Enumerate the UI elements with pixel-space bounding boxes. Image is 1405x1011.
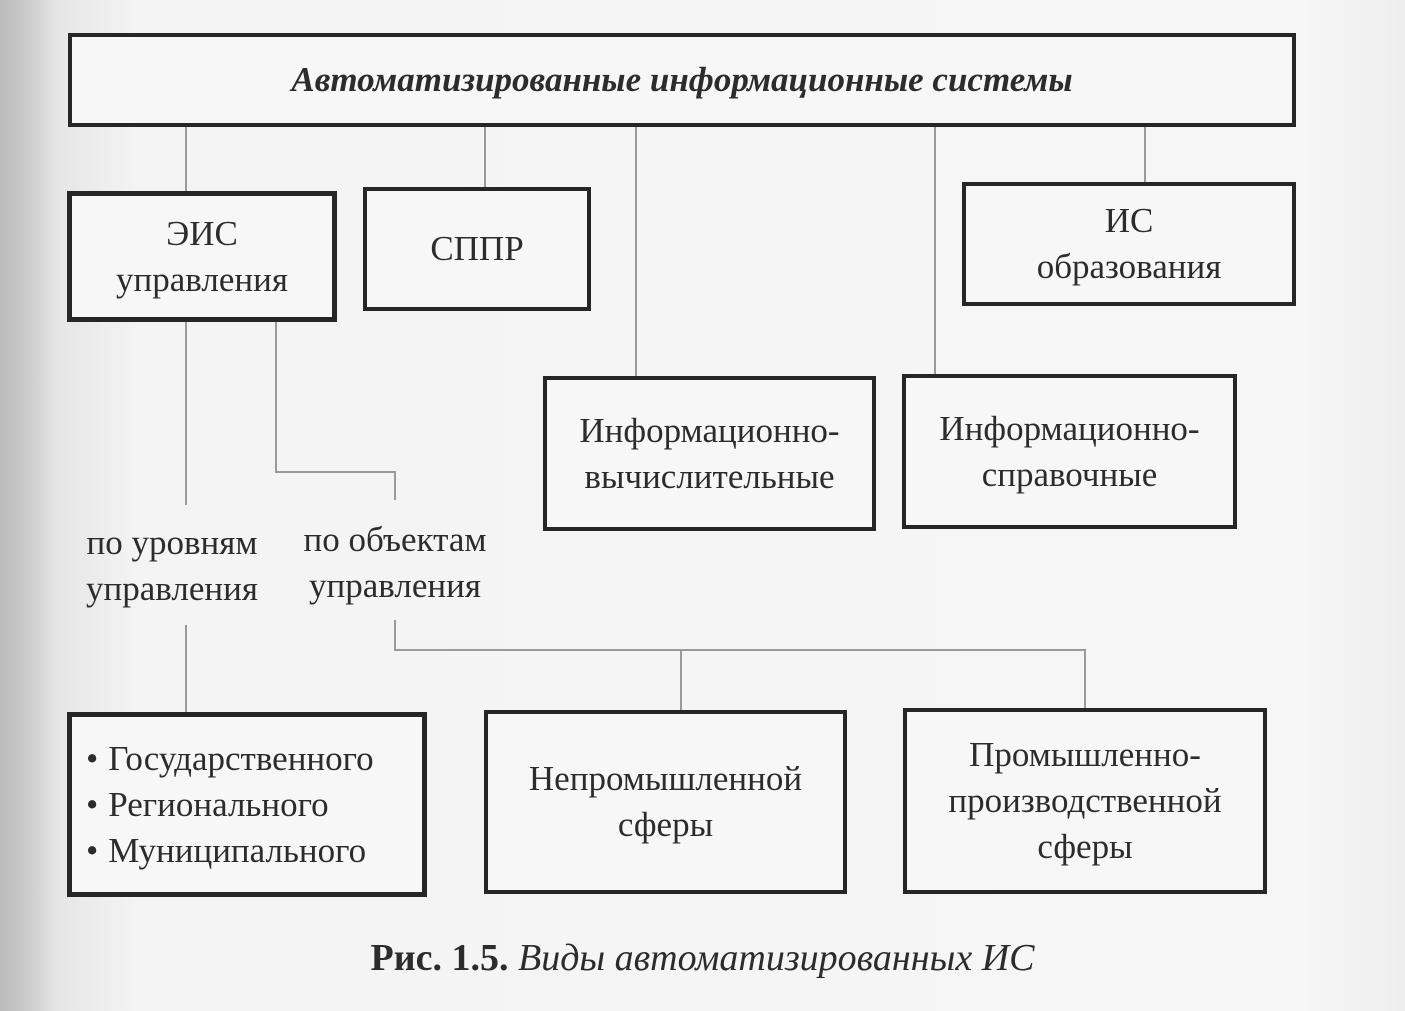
box-eis-management: ЭИС управления [67,191,337,322]
box-nonindustrial-line-2: сферы [617,805,714,844]
root-label: Автоматизированные информационные систем… [291,60,1073,99]
box-industrial-line-2: производственной [948,781,1222,820]
list-item-municipal: Муниципального [86,828,374,874]
connector-eis-objects [275,316,396,500]
list-item-regional: Регионального [86,782,374,828]
box-industrial-line-1: Промышленно- [969,735,1201,774]
box-management-levels-list: Государственного Регионального Муниципал… [67,712,427,897]
label-by-objects: по объектам управления [288,517,502,609]
box-eis-line-1: ЭИС [166,213,238,253]
label-by-levels-line-1: по уровням [86,523,258,562]
caption-text: Виды автоматизированных ИС [517,937,1035,979]
root-box-ais: Автоматизированные информационные систем… [68,33,1296,127]
box-info-comp-line-1: Информационно- [579,410,840,450]
box-is-edu-line-2: образования [1036,247,1222,286]
caption-number: Рис. 1.5. [370,937,509,979]
box-eis-line-2: управления [116,259,288,299]
box-industrial-sphere: Промышленно- производственной сферы [903,708,1267,894]
label-by-levels: по уровням управления [72,520,272,612]
box-is-edu-line-1: ИС [1104,201,1154,240]
label-by-objects-line-2: управления [309,566,481,605]
management-levels-list: Государственного Регионального Муниципал… [86,736,374,874]
box-nonindustrial-sphere: Непромышленной сферы [484,710,847,894]
figure-caption: Рис. 1.5. Виды автоматизированных ИС [0,936,1405,980]
box-nonindustrial-line-1: Непромышленной [528,759,803,798]
connector-objects-bottom [394,620,1086,712]
label-by-levels-line-2: управления [86,569,258,608]
list-item-state: Государственного [86,736,373,782]
box-info-ref-line-2: справочные [981,454,1158,494]
box-sppr: СППР [363,187,591,311]
box-sppr-line-1: СППР [430,229,524,268]
box-is-education: ИС образования [962,182,1296,306]
box-info-reference: Информационно- справочные [902,374,1237,529]
box-info-computational: Информационно- вычислительные [543,376,876,531]
box-info-comp-line-2: вычислительные [584,456,835,496]
label-by-objects-line-1: по объектам [303,520,487,559]
box-info-ref-line-1: Информационно- [939,408,1200,448]
box-industrial-line-3: сферы [1037,827,1133,866]
